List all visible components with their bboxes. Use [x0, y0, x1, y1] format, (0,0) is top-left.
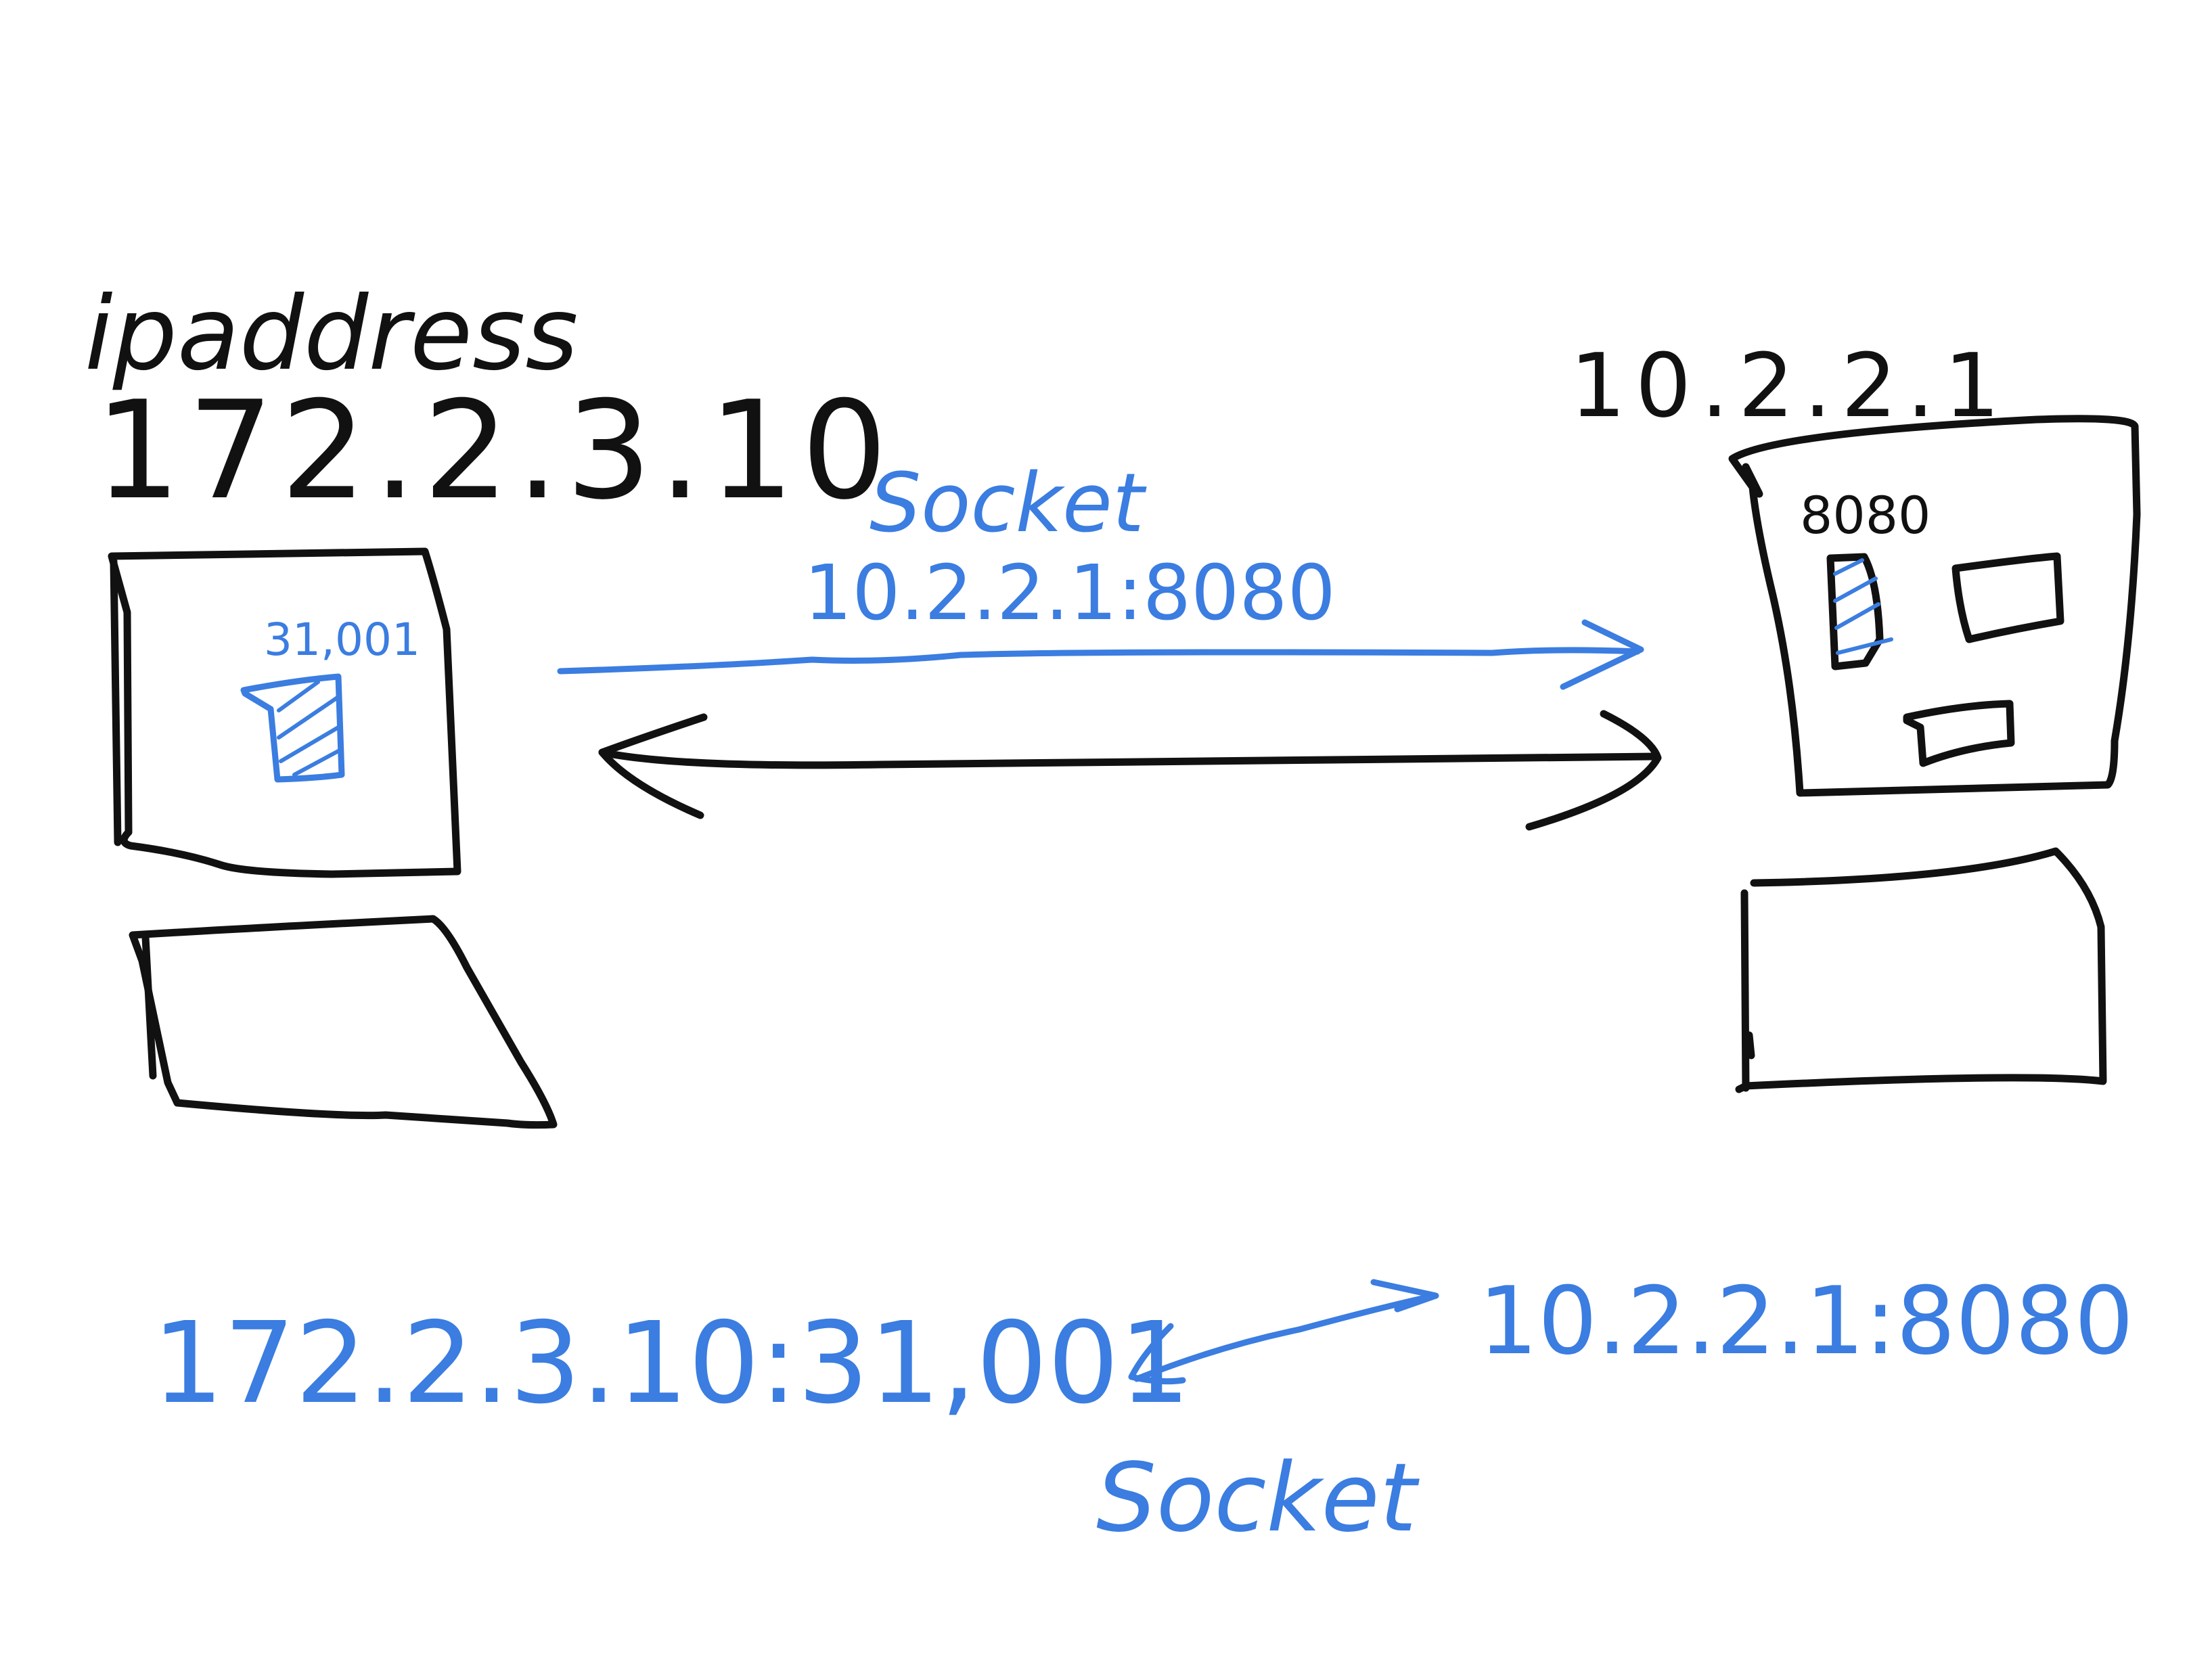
response-arrow: [598, 710, 1662, 831]
client-laptop-keyboard: [129, 915, 558, 1129]
request-arrow: [557, 619, 1644, 690]
client-laptop: [108, 547, 558, 1129]
client-heading: ipaddress: [85, 275, 579, 393]
socket-pair-arrow-head-left: [1128, 1323, 1186, 1385]
server-process-block: [1826, 553, 1884, 671]
socket-pair-label: Socket: [1096, 1443, 1420, 1553]
server-ip: 10.2.2.1: [1570, 334, 2010, 437]
client-process-hatch: [277, 680, 340, 777]
server-process-block-3: [1903, 700, 2015, 767]
request-socket-address: 10.2.2.1:8080: [804, 549, 1336, 637]
server-process-hatch: [1833, 558, 1893, 655]
server-port: 8080: [1800, 485, 1931, 545]
server-screen-edge: [1742, 463, 1763, 498]
client-socket-address: 172.2.3.10:31,001: [152, 1298, 1190, 1429]
server-base: [1735, 847, 2107, 1093]
server-machine: [1728, 415, 2141, 1093]
response-arrow-head-right: [1525, 710, 1662, 831]
socket-pair-arrow-head-right: [1370, 1279, 1439, 1313]
client-laptop-screen: [108, 547, 461, 878]
request-socket-label: Socket: [870, 457, 1147, 551]
client-ip: 172.2.3.10: [95, 372, 894, 530]
socket-pair-arrow: [1128, 1279, 1439, 1385]
server-screen: [1728, 415, 2141, 797]
request-arrow-head: [1560, 619, 1644, 690]
client-laptop-keyboard-edge: [141, 933, 157, 1080]
server-socket-address: 10.2.2.1:8080: [1479, 1267, 2134, 1376]
response-arrow-head-left: [598, 713, 708, 819]
server-process-block-2: [1951, 552, 2064, 643]
client-port: 31,001: [264, 614, 420, 666]
request-arrow-line: [557, 647, 1641, 675]
client-laptop-screen-edge: [110, 558, 122, 846]
client-process-block: [240, 673, 345, 783]
server-base-edge: [1740, 889, 1755, 1092]
socket-pair-arrow-line: [1133, 1292, 1438, 1382]
response-arrow-line: [598, 748, 1661, 769]
